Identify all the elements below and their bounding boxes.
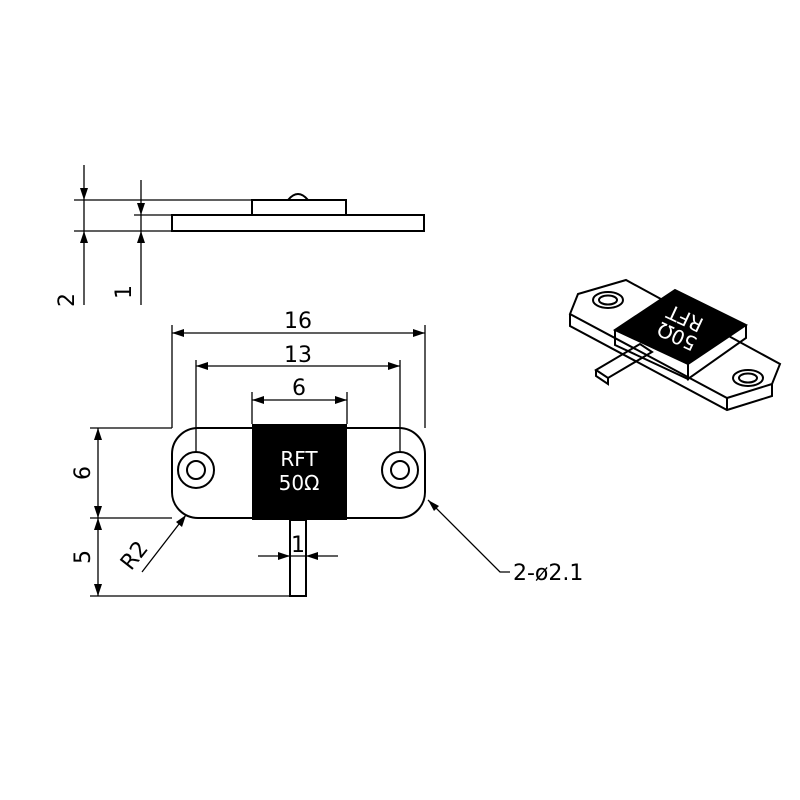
dim-lead-length: 5 <box>71 550 96 564</box>
iso-hole-left <box>592 291 624 309</box>
mount-hole-right <box>381 451 419 489</box>
side-view: 2 1 <box>55 165 425 307</box>
chip-label-value: 50Ω <box>279 471 320 495</box>
dim-overall-length: 16 <box>284 309 312 334</box>
dim-flange-height: 6 <box>71 466 96 480</box>
iso-lead <box>594 342 654 380</box>
mount-hole-left <box>177 451 215 489</box>
hole-callout-leader <box>427 499 510 573</box>
iso-chip <box>612 288 748 366</box>
side-chip <box>251 199 347 216</box>
isometric-view: RFT 50Ω <box>568 278 782 412</box>
top-view: RFT 50Ω 16 13 6 6 5 <box>71 309 583 597</box>
lead-tab <box>289 519 307 597</box>
dim-body-width: 6 <box>292 376 306 401</box>
side-flange <box>171 214 425 232</box>
chip-label-model: RFT <box>280 447 318 471</box>
dim-hole-spacing: 13 <box>284 343 312 368</box>
dim-total-thickness: 2 <box>55 293 80 307</box>
hole-callout: 2-ø2.1 <box>513 561 583 586</box>
dim-corner-radius: R2 <box>116 537 154 575</box>
side-lead-bump <box>287 193 309 201</box>
dim-flange-thickness: 1 <box>112 285 137 299</box>
radius-leader <box>141 514 187 573</box>
iso-hole-right <box>732 369 764 387</box>
dim-lead-width: 1 <box>291 533 305 558</box>
resistor-chip <box>252 424 347 520</box>
